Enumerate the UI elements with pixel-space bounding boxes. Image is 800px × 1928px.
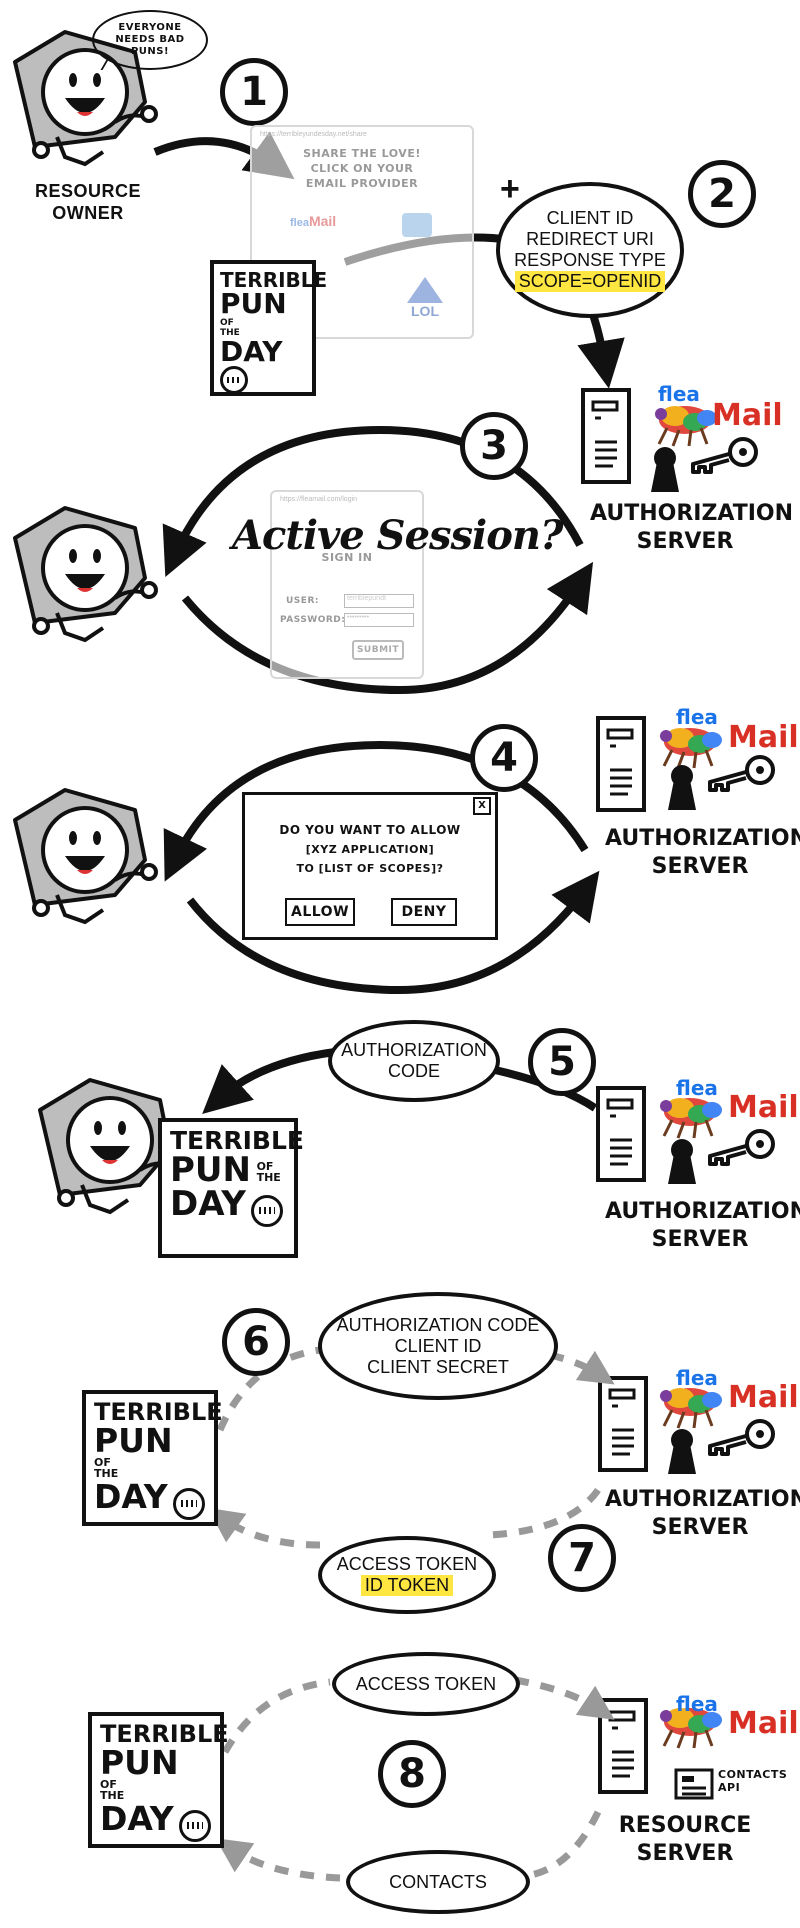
dashed-arrow-step7: [207, 1507, 321, 1549]
resource-server-tower: [598, 1698, 648, 1794]
flea-logo-bug-2: [658, 726, 724, 770]
brand-mail-2: Mail: [728, 720, 799, 755]
consent-line-1: DO YOU WANT TO ALLOW: [279, 823, 461, 837]
share-page-text: SHARE THE LOVE! CLICK ON YOUR EMAIL PROV…: [303, 147, 421, 190]
dashed-arrow-step8-request: [514, 1676, 615, 1720]
access-token-bubble: ACCESS TOKEN: [332, 1652, 520, 1716]
dashed-arrow-step8-response: [215, 1838, 341, 1882]
deny-button[interactable]: DENY: [391, 898, 457, 926]
speech-bubble: EVERYONE NEEDS BAD PUNS!: [92, 10, 208, 70]
auth-server-label-1: AUTHORIZATION SERVER: [590, 501, 794, 554]
share-option-lol[interactable]: LOL: [402, 277, 448, 327]
grimace-face-icon: [173, 1487, 206, 1520]
consent-line-3: TO [LIST OF SCOPES]?: [296, 862, 444, 875]
step-number-4: 4: [470, 724, 538, 792]
submit-button[interactable]: SUBMIT: [352, 640, 404, 660]
id-token-highlight: ID TOKEN: [360, 1575, 454, 1596]
flea-logo-bug-3: [658, 1096, 724, 1140]
brand-mail-5: Mail: [728, 1706, 799, 1741]
contacts-api-label: CONTACTS API: [718, 1768, 788, 1794]
step-number-6: 6: [222, 1308, 290, 1376]
consent-dialog: X DO YOU WANT TO ALLOW [XYZ APPLICATION]…: [242, 792, 498, 940]
token-response-bubble: ACCESS TOKEN ID TOKEN: [318, 1536, 496, 1614]
brand-flea-2: flea: [676, 705, 718, 729]
dashed-arrow-step8-start: [221, 1678, 331, 1754]
brand-flea-3: flea: [676, 1076, 718, 1100]
step2-request-bubble: CLIENT ID REDIRECT URI RESPONSE TYPE SCO…: [496, 182, 684, 318]
resource-server-label: RESOURCE SERVER: [618, 1813, 752, 1866]
arrow-step5: [202, 1048, 336, 1115]
dashed-arrow-step7-start: [489, 1487, 601, 1539]
lock-key-icon-4: [666, 1419, 775, 1476]
flea-logo-bug-4: [658, 1386, 724, 1430]
lock-key-icon-2: [666, 755, 775, 812]
arrow-step3-to-owner: [162, 425, 584, 577]
lock-key-icon-1: [649, 437, 758, 494]
consent-line-2: [XYZ APPLICATION]: [305, 843, 435, 856]
grimace-face-icon: [251, 1194, 284, 1227]
active-session-heading: Active Session?: [232, 512, 563, 559]
resource-owner-person-3: [13, 788, 158, 924]
user-label: USER:: [286, 596, 319, 606]
terrible-pun-logo-3: TERRIBLE PUN OF THE DAY: [82, 1390, 223, 1526]
auth-server-tower-1: [581, 388, 631, 484]
consent-close-button[interactable]: X: [473, 797, 491, 815]
lol-triangle-icon: [407, 277, 443, 303]
auth-server-label-4: AUTHORIZATION SERVER: [605, 1487, 800, 1540]
grimace-face-icon: [220, 366, 248, 394]
terrible-pun-logo-4: TERRIBLE PUN OF THE DAY: [88, 1712, 229, 1848]
auth-server-tower-3: [596, 1086, 646, 1182]
contacts-bubble: CONTACTS: [346, 1850, 530, 1914]
resource-owner-label: RESOURCE OWNER: [34, 181, 141, 223]
arrow-step4-to-server: [186, 870, 600, 995]
share-option-camera-icon[interactable]: [402, 213, 432, 237]
auth-server-tower-4: [598, 1376, 648, 1472]
step-number-3: 3: [460, 412, 528, 480]
login-page-url: https://fleamail.com/login: [280, 496, 358, 503]
dashed-arrow-step6: [549, 1350, 615, 1385]
step-number-5: 5: [528, 1028, 596, 1096]
allow-button[interactable]: ALLOW: [285, 898, 355, 926]
authorization-code-bubble: AUTHORIZATION CODE: [328, 1020, 500, 1102]
terrible-pun-logo-2: TERRIBLE PUN OF THE DAY: [158, 1118, 304, 1258]
contacts-api-icon: [674, 1768, 714, 1800]
auth-server-label-3: AUTHORIZATION SERVER: [605, 1199, 800, 1252]
share-page-url: https://terribleyundesday.net/share: [260, 131, 367, 138]
plus-sign: +: [500, 170, 520, 208]
lock-key-icon-3: [666, 1129, 775, 1186]
step-number-8: 8: [378, 1740, 446, 1808]
auth-server-label-2: AUTHORIZATION SERVER: [605, 826, 800, 879]
login-page-screenshot: https://fleamail.com/login SIGN IN USER:…: [270, 490, 424, 679]
share-option-fleamail[interactable]: fleaMail: [290, 213, 337, 229]
password-input[interactable]: •••••••••: [344, 613, 414, 627]
brand-flea-5: flea: [676, 1692, 718, 1716]
resource-owner-person-2: [13, 506, 158, 642]
step-number-7: 7: [548, 1524, 616, 1592]
brand-mail-3: Mail: [728, 1090, 799, 1125]
auth-server-tower-2: [596, 716, 646, 812]
arrow-step3-to-server: [181, 561, 594, 695]
scope-openid-highlight: SCOPE=OPENID: [514, 271, 666, 292]
step-number-2: 2: [688, 160, 756, 228]
sign-in-heading: SIGN IN: [321, 551, 373, 564]
flea-logo-bug-1: [653, 404, 719, 448]
password-label: PASSWORD:: [280, 615, 346, 625]
user-input[interactable]: terriblepundt: [344, 594, 414, 608]
terrible-pun-logo-1: TERRIBLE PUN OF THE DAY: [210, 260, 327, 396]
brand-flea-4: flea: [676, 1366, 718, 1390]
arrow-step4-to-owner: [163, 740, 589, 882]
brand-mail-4: Mail: [728, 1380, 799, 1415]
brand-mail-1: Mail: [712, 398, 783, 433]
brand-flea-1: flea: [658, 382, 700, 406]
token-request-bubble: AUTHORIZATION CODE CLIENT ID CLIENT SECR…: [318, 1292, 558, 1400]
step-number-1: 1: [220, 58, 288, 126]
dashed-arrow-step8-response-start: [524, 1810, 602, 1880]
grimace-face-icon: [179, 1809, 212, 1842]
